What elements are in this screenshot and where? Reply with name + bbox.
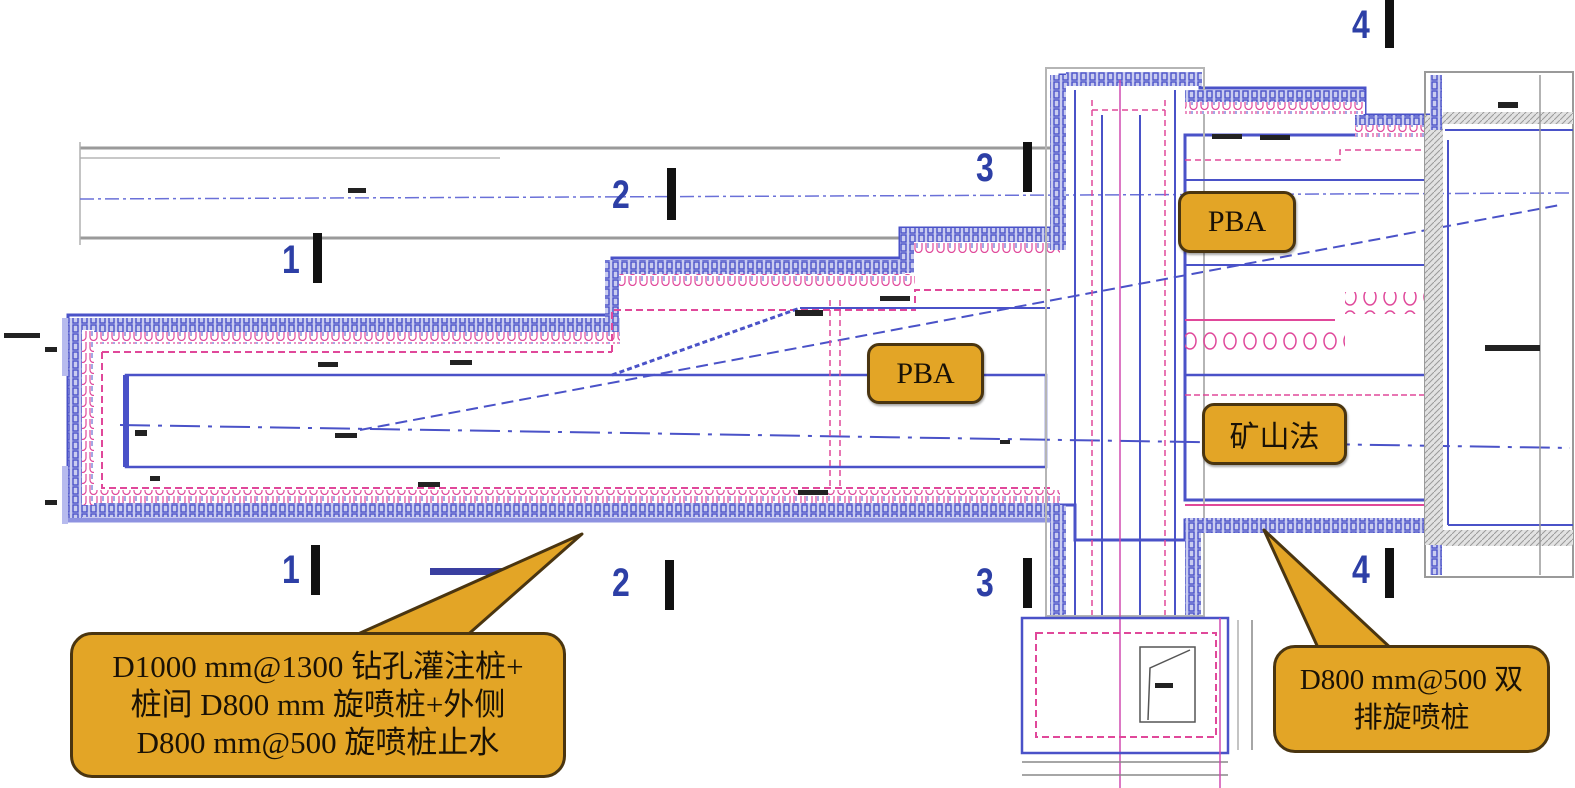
right-callout-tail	[1262, 528, 1397, 654]
section-marker-1-bottom: 1	[282, 548, 300, 592]
region-label-mining-method: 矿山法	[1202, 403, 1347, 465]
left-callout-tail	[338, 532, 584, 648]
section-marker-4-top: 4	[1352, 3, 1370, 47]
section-marker-2-bottom: 2	[612, 561, 630, 605]
section-marker-3-top: 3	[976, 146, 994, 190]
section-marker-2-top: 2	[612, 173, 630, 217]
vertical-shaft	[1045, 67, 1205, 788]
annotation-marks	[4, 102, 1540, 688]
right-callout: D800 mm@500 双 排旋喷桩	[1273, 645, 1550, 753]
section-bar-2-top	[667, 168, 676, 220]
bottom-shaft-box	[1020, 616, 1253, 788]
region-label-pba-right: PBA	[1178, 191, 1296, 253]
left-inner-structure	[101, 204, 1571, 490]
section-bar-4-top	[1385, 0, 1394, 48]
section-marker-4-bottom: 4	[1352, 548, 1370, 592]
right-upper-structure	[1185, 90, 1430, 533]
right-callout-line-1: D800 mm@500 双	[1299, 664, 1524, 696]
road-lines	[79, 142, 1571, 245]
section-marker-3-bottom: 3	[976, 561, 994, 605]
section-marker-1-top: 1	[282, 238, 300, 282]
right-callout-line-2: 排旋喷桩	[1353, 702, 1470, 734]
left-callout-line-3: D800 mm@500 旋喷桩止水	[136, 725, 500, 760]
left-callout-line-1: D1000 mm@1300 钻孔灌注桩+	[112, 649, 524, 684]
section-bar-1-top	[313, 233, 322, 283]
section-bar-1-bottom	[311, 545, 320, 595]
section-bar-4-bottom	[1385, 548, 1394, 598]
section-bar-3-bottom	[1023, 558, 1032, 608]
right-building	[1424, 71, 1574, 578]
region-label-pba-left: PBA	[867, 343, 984, 404]
section-bar-2-bottom	[665, 560, 674, 610]
left-callout-line-2: 桩间 D800 mm 旋喷桩+外侧	[130, 687, 506, 722]
section-bar-3-top	[1023, 142, 1032, 192]
left-pile-wall	[62, 73, 1432, 542]
left-callout: D1000 mm@1300 钻孔灌注桩+ 桩间 D800 mm 旋喷桩+外侧 D…	[70, 632, 566, 778]
